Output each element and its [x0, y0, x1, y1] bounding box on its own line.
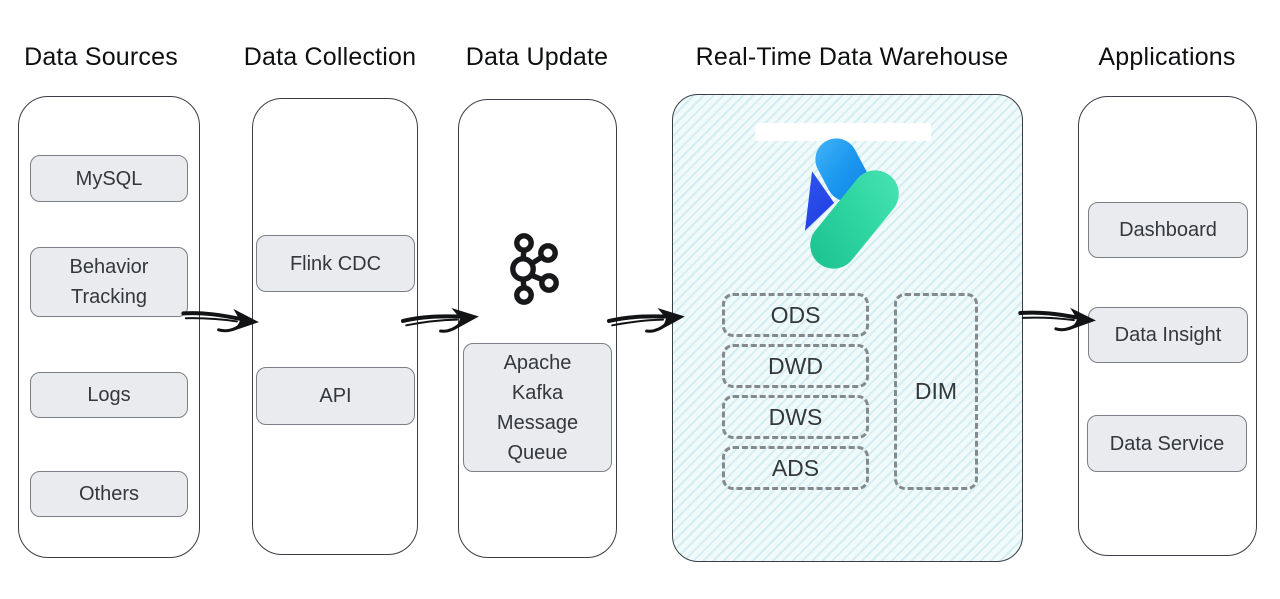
layer-dwd: DWD	[722, 344, 869, 388]
node-flink-cdc: Flink CDC	[256, 235, 415, 292]
node-logs: Logs	[30, 372, 188, 418]
arrow-warehouse-to-applications	[1018, 307, 1096, 332]
logo-white-band	[755, 123, 931, 141]
title-warehouse: Real-Time Data Warehouse	[695, 43, 1009, 71]
node-api: API	[256, 367, 415, 425]
title-applications: Applications	[1098, 43, 1236, 71]
node-data-service: Data Service	[1087, 415, 1247, 472]
arrow-sources-to-collection	[181, 308, 259, 333]
node-data-insight: Data Insight	[1088, 307, 1248, 363]
data-update-container	[458, 99, 617, 558]
node-behavior-tracking: Behavior Tracking	[30, 247, 188, 317]
title-data-update: Data Update	[465, 43, 609, 71]
layer-dws: DWS	[722, 395, 869, 439]
layer-dim: DIM	[894, 293, 978, 490]
kafka-icon	[510, 233, 559, 305]
data-collection-container	[252, 98, 418, 555]
node-mysql: MySQL	[30, 155, 188, 202]
title-data-collection: Data Collection	[243, 43, 417, 71]
node-dashboard: Dashboard	[1088, 202, 1248, 258]
arrow-collection-to-update	[400, 307, 479, 333]
arrow-update-to-warehouse	[606, 307, 685, 333]
node-apache-kafka-message-queue: Apache Kafka Message Queue	[463, 343, 612, 472]
node-others: Others	[30, 471, 188, 517]
title-data-sources: Data Sources	[24, 43, 178, 71]
layer-ods: ODS	[722, 293, 869, 337]
layer-ads: ADS	[722, 446, 869, 490]
